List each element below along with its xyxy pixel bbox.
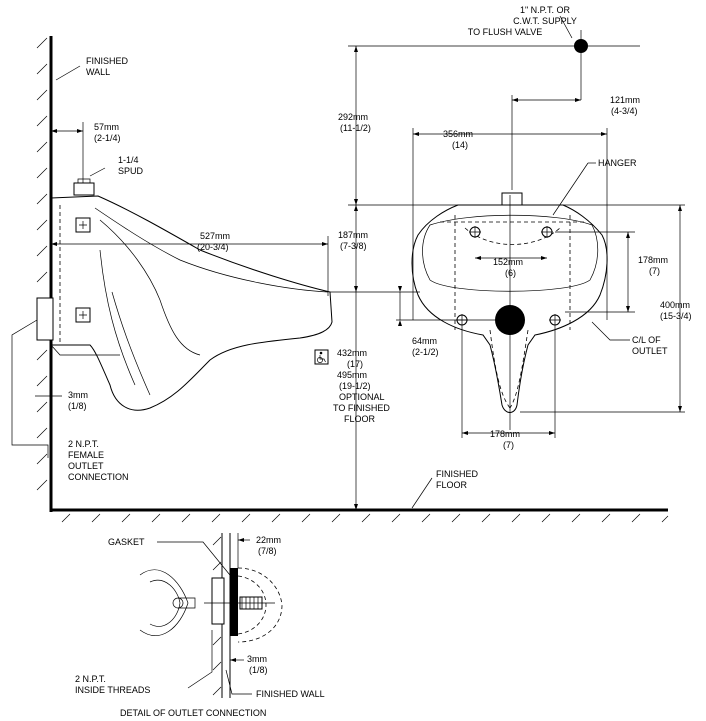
finished-wall-label-2: WALL xyxy=(86,67,110,77)
supply-label-2: C.W.T. SUPPLY xyxy=(513,16,577,26)
dim-64-mm: 64mm xyxy=(412,336,437,346)
dim-495-mm: 495mm xyxy=(337,370,367,380)
dim-400-in: (15-3/4) xyxy=(660,311,692,321)
gasket-label: GASKET xyxy=(108,537,145,547)
hanger-label: HANGER xyxy=(598,158,637,168)
dim-356-in: (14) xyxy=(452,140,468,150)
dim-22-in: (7/8) xyxy=(258,546,277,556)
dim-3-in: (1/8) xyxy=(68,401,87,411)
dim-152-mm: 152mm xyxy=(493,257,523,267)
dim-3-mm: 3mm xyxy=(68,390,88,400)
outlet-detail: GASKET 22mm (7/8) 3mm (1/8) 2 N.P.T. INS… xyxy=(75,533,325,718)
wall-hatch xyxy=(36,37,48,491)
spud-size: 1-1/4 xyxy=(118,155,139,165)
outlet-label-3: OUTLET xyxy=(68,461,104,471)
dim-22-mm: 22mm xyxy=(256,535,281,545)
outlet-label-4: CONNECTION xyxy=(68,472,129,482)
dim-3b-in: (1/8) xyxy=(249,665,268,675)
threads-label-2: INSIDE THREADS xyxy=(75,685,150,695)
dim-400-mm: 400mm xyxy=(660,300,690,310)
dim-432-mm: 432mm xyxy=(337,348,367,358)
optional-label: OPTIONAL xyxy=(339,392,385,402)
center-dimensions: 292mm (11-1/2) 187mm (7-3/8) 432mm (17) … xyxy=(314,45,685,510)
dim-178v-in: (7) xyxy=(649,266,660,276)
dim-187-mm: 187mm xyxy=(338,230,368,240)
detail-title: DETAIL OF OUTLET CONNECTION xyxy=(120,708,266,718)
dim-495-in: (19-1/2) xyxy=(339,381,371,391)
dim-57-in: (2-1/4) xyxy=(94,133,121,143)
dim-292-mm: 292mm xyxy=(338,112,368,122)
spud-label: SPUD xyxy=(118,166,144,176)
dim-178h-in: (7) xyxy=(503,440,514,450)
dim-178v-mm: 178mm xyxy=(638,255,668,265)
finished-wall-label-1: FINISHED xyxy=(86,56,129,66)
finished-floor-label-1: FINISHED xyxy=(436,469,479,479)
dim-64-in: (2-1/2) xyxy=(412,347,439,357)
dim-292-in: (11-1/2) xyxy=(340,123,371,133)
dim-527-in: (20-3/4) xyxy=(197,242,229,252)
dim-121-in: (4-3/4) xyxy=(611,106,638,116)
supply-label-3: TO FLUSH VALVE xyxy=(468,27,543,37)
dim-356-mm: 356mm xyxy=(443,129,473,139)
front-view: 121mm (4-3/4) 356mm (14) HANGER 152mm ( xyxy=(396,95,692,509)
supply-connection: 1" N.P.T. OR C.W.T. SUPPLY TO FLUSH VALV… xyxy=(468,5,588,100)
dim-152-in: (6) xyxy=(505,268,516,278)
dim-178h-mm: 178mm xyxy=(490,429,520,439)
dim-432-in: (17) xyxy=(347,359,363,369)
finished-wall-2-label: FINISHED WALL xyxy=(256,689,325,699)
side-dimensions: 57mm (2-1/4) 1-1/4 SPUD FINISHED WALL 52… xyxy=(11,56,329,482)
floor-hatch xyxy=(61,513,669,523)
dim-187-in: (7-3/8) xyxy=(340,241,367,251)
floor-label: FLOOR xyxy=(344,414,376,424)
outlet-label-1: 2 N.P.T. xyxy=(68,439,99,449)
to-finished-label: TO FINISHED xyxy=(333,403,390,413)
dim-57-mm: 57mm xyxy=(94,122,119,132)
finished-floor-label-2: FLOOR xyxy=(436,480,468,490)
cl-outlet-label-1: C/L OF xyxy=(632,335,661,345)
dim-121-mm: 121mm xyxy=(610,95,640,105)
threads-label-1: 2 N.P.T. xyxy=(75,674,106,684)
cl-outlet-label-2: OUTLET xyxy=(632,346,668,356)
dim-527-mm: 527mm xyxy=(200,231,230,241)
side-view xyxy=(36,36,669,523)
dim-3b-mm: 3mm xyxy=(247,654,267,664)
outlet-label-2: FEMALE xyxy=(68,450,104,460)
supply-label-1: 1" N.P.T. OR xyxy=(520,5,571,15)
wheelchair-icon xyxy=(314,349,329,365)
